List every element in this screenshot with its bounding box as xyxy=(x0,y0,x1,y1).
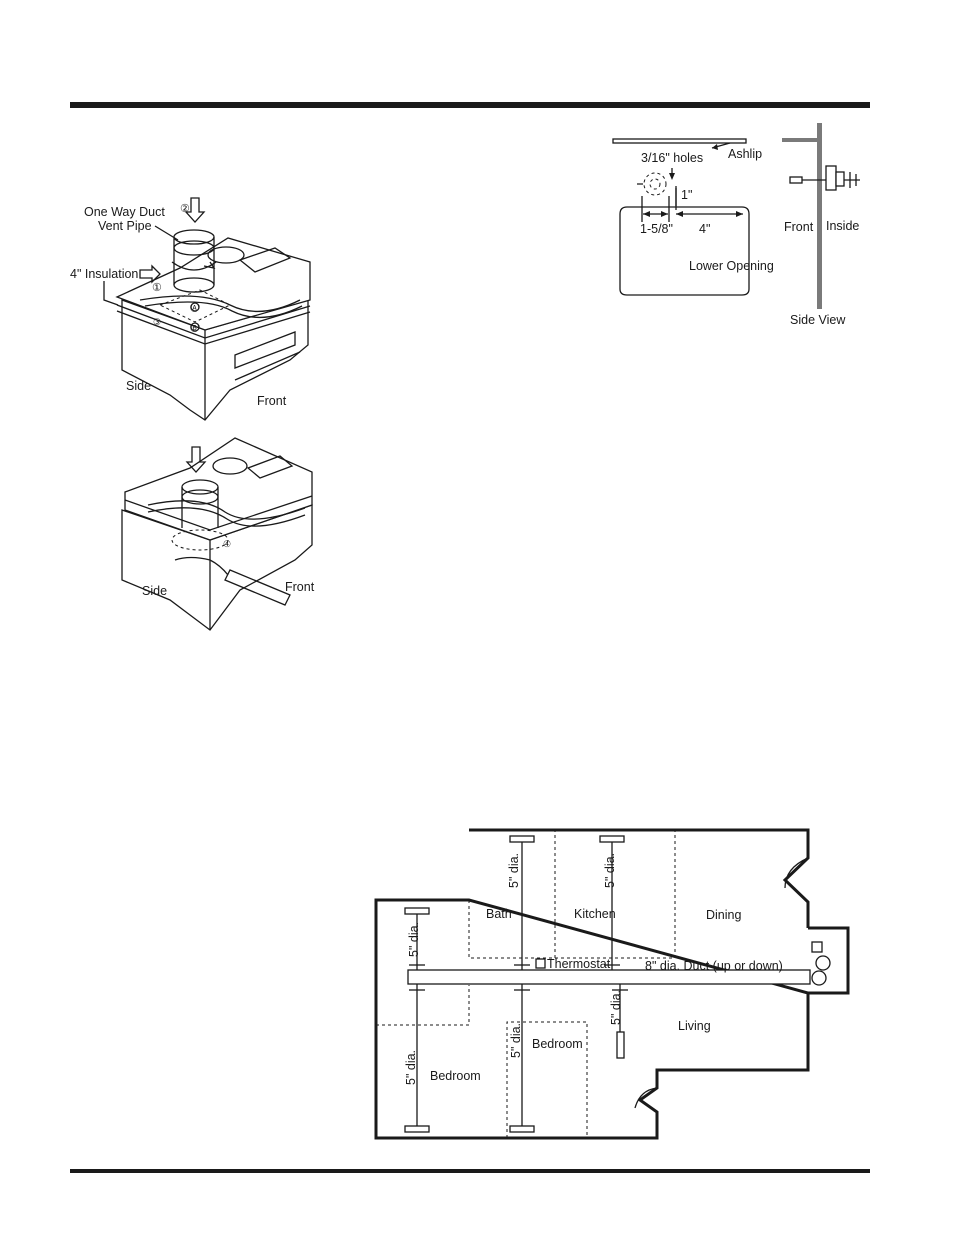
label-side-bottom: Side xyxy=(142,584,167,598)
label-lower-opening: Lower Opening xyxy=(689,259,774,273)
ashlip-figure: Ashlip 3/16" holes 1" 1-5/8" 4" Lower Op… xyxy=(612,123,860,327)
label-inside: Inside xyxy=(826,219,859,233)
duct-install-figure-bottom: ④ Side Front xyxy=(121,437,315,631)
ashlip-bar xyxy=(612,138,747,144)
room-living: Living xyxy=(678,1019,711,1033)
label-ashlip: Ashlip xyxy=(728,147,762,161)
header-rule xyxy=(70,102,870,108)
room-bath: Bath xyxy=(486,907,512,921)
label-front-side: Front xyxy=(784,220,814,234)
thermostat-icon xyxy=(535,958,546,969)
main-duct xyxy=(407,969,811,985)
callout-1: ① xyxy=(152,282,162,294)
dim-right: 4" xyxy=(699,222,710,236)
room-bedroom-left: Bedroom xyxy=(430,1069,481,1083)
room-dining: Dining xyxy=(706,908,741,922)
label-holes: 3/16" holes xyxy=(641,151,703,165)
dim-vertical: 1" xyxy=(681,188,692,202)
label-one-way-duct: One Way Duct xyxy=(84,205,165,219)
label-main-duct: 8" dia. Duct (up or down) xyxy=(645,959,783,973)
callout-4: ④ xyxy=(223,539,231,549)
label-vent-pipe: Vent Pipe xyxy=(98,219,152,233)
branch-label-living: 5" dia. xyxy=(609,990,623,1025)
label-insulation: 4" Insulation xyxy=(70,267,138,281)
label-side-top: Side xyxy=(126,379,151,393)
branch-label-kitchen: 5" dia. xyxy=(603,853,617,888)
branch-label-bath: 5" dia. xyxy=(507,853,521,888)
label-side-view: Side View xyxy=(790,313,846,327)
callout-2: ② xyxy=(180,203,190,215)
callout-b: Ⓑ xyxy=(190,323,199,333)
lower-opening-outline xyxy=(619,206,750,296)
side-view-wall xyxy=(817,123,822,309)
duct-install-figure-top: ② ① Ⓐ Ⓑ ③ One Way Duct Vent Pipe 4" Insu… xyxy=(70,197,311,421)
callout-3: ③ xyxy=(153,317,161,327)
branch-label-bedroom-upper: 5" dia. xyxy=(407,922,421,957)
label-front-top: Front xyxy=(257,394,287,408)
exterior-walls xyxy=(374,828,810,1140)
label-front-bottom: Front xyxy=(285,580,315,594)
label-thermostat: Thermostat xyxy=(547,957,611,971)
room-bedroom-right: Bedroom xyxy=(532,1037,583,1051)
dim-left: 1-5/8" xyxy=(640,222,673,236)
floor-plan: Thermostat 8" dia. Duct (up or down) Bat… xyxy=(374,828,850,1140)
callout-a: Ⓐ xyxy=(190,303,199,313)
furnace-alcove xyxy=(808,926,850,995)
branch-label-bedroom-right: 5" dia. xyxy=(509,1023,523,1058)
branch-label-bedroom-left: 5" dia. xyxy=(404,1050,418,1085)
footer-rule xyxy=(70,1169,870,1173)
room-kitchen: Kitchen xyxy=(574,907,616,921)
